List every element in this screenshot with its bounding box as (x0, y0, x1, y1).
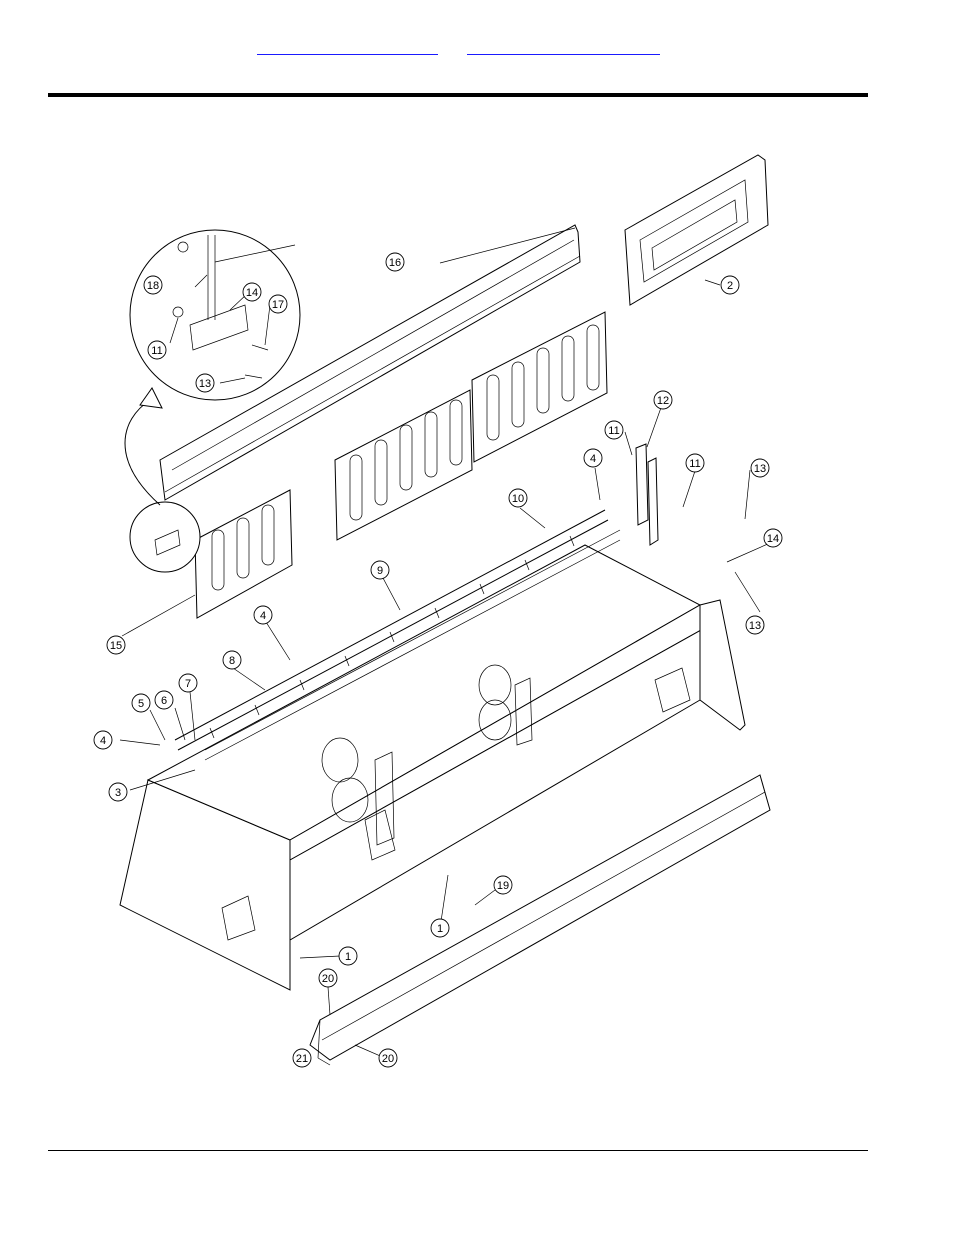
detail-magnifier-small (130, 502, 200, 572)
callout-21: 21 (293, 1049, 311, 1067)
svg-text:19: 19 (497, 880, 509, 892)
footer-rule (48, 1150, 868, 1151)
svg-text:1: 1 (437, 923, 443, 935)
svg-text:11: 11 (608, 425, 619, 437)
svg-text:14: 14 (767, 533, 779, 545)
wall-panel-left (195, 490, 292, 618)
svg-text:14: 14 (246, 287, 258, 299)
svg-text:6: 6 (161, 695, 167, 707)
callout-20b: 20 (379, 1049, 397, 1067)
callout-7: 7 (179, 674, 197, 692)
wall-panel-mid (335, 390, 472, 540)
callout-15: 15 (107, 636, 125, 654)
callout-11b: 11 (605, 421, 623, 439)
svg-text:7: 7 (185, 678, 191, 690)
callout-14a: 14 (243, 283, 261, 301)
callout-13a: 13 (196, 374, 214, 392)
callout-9: 9 (371, 561, 389, 579)
callout-6: 6 (155, 691, 173, 709)
svg-text:12: 12 (657, 395, 669, 407)
svg-text:1: 1 (345, 951, 351, 963)
svg-text:15: 15 (110, 640, 122, 652)
svg-text:13: 13 (749, 620, 761, 632)
callout-1a: 1 (431, 919, 449, 937)
svg-text:17: 17 (272, 299, 284, 311)
svg-text:8: 8 (229, 655, 235, 667)
side-panel (625, 155, 768, 305)
svg-text:11: 11 (689, 458, 700, 470)
detail-magnifier (130, 230, 300, 400)
callout-19: 19 (494, 876, 512, 894)
callout-4b: 4 (254, 606, 272, 624)
svg-text:11: 11 (151, 345, 162, 357)
svg-text:13: 13 (199, 378, 211, 390)
exploded-parts-diagram: 16 2 18 14 17 11 13 12 11 11 4 13 10 14 … (90, 140, 790, 1080)
svg-text:13: 13 (754, 463, 766, 475)
callout-13b: 13 (751, 459, 769, 477)
svg-text:2: 2 (727, 280, 733, 292)
callout-11a: 11 (148, 341, 166, 359)
svg-text:21: 21 (296, 1053, 308, 1065)
callout-18: 18 (144, 276, 162, 294)
callout-4c: 4 (94, 731, 112, 749)
callout-20a: 20 (319, 969, 337, 987)
callout-5: 5 (132, 694, 150, 712)
vertical-bracket (636, 444, 658, 545)
callout-3: 3 (109, 783, 127, 801)
callout-4a: 4 (584, 449, 602, 467)
header-link-right[interactable] (467, 38, 660, 55)
svg-text:18: 18 (147, 280, 159, 292)
svg-text:16: 16 (389, 257, 401, 269)
callout-14b: 14 (764, 529, 782, 547)
callout-12: 12 (654, 391, 672, 409)
callout-10: 10 (509, 489, 527, 507)
wall-panel-right (472, 312, 607, 462)
svg-text:20: 20 (322, 973, 334, 985)
callout-13c: 13 (746, 616, 764, 634)
detail-arrow (125, 400, 160, 505)
callout-11c: 11 (686, 454, 704, 472)
header-rule (48, 93, 868, 97)
svg-text:5: 5 (138, 698, 144, 710)
callout-2: 2 (721, 276, 739, 294)
svg-text:9: 9 (377, 565, 383, 577)
svg-text:20: 20 (382, 1053, 394, 1065)
callout-16: 16 (386, 253, 404, 271)
svg-text:4: 4 (100, 735, 106, 747)
callout-8: 8 (223, 651, 241, 669)
callout-1b: 1 (339, 947, 357, 965)
detail-arrowhead (140, 388, 162, 408)
svg-text:3: 3 (115, 787, 121, 799)
svg-text:4: 4 (260, 610, 266, 622)
svg-text:4: 4 (590, 453, 596, 465)
svg-text:10: 10 (512, 493, 524, 505)
callout-17: 17 (269, 295, 287, 313)
header-link-left[interactable] (257, 38, 438, 55)
